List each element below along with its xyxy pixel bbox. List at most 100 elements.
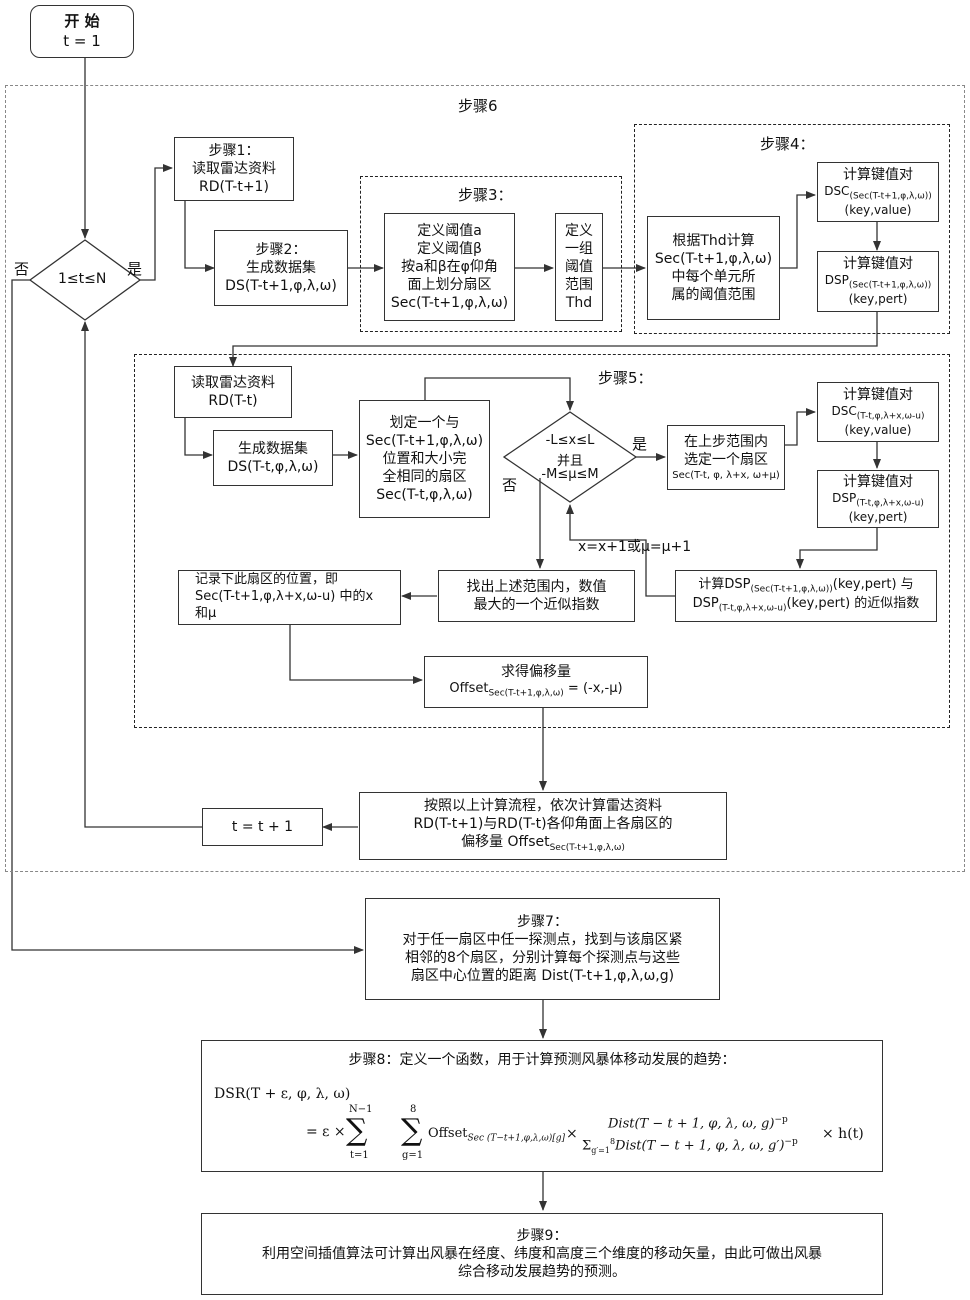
- step5-calc-b: DSP: [724, 577, 750, 592]
- step5-yes: 是: [632, 433, 647, 454]
- step4-dsp-line3: (key,pert): [849, 292, 908, 308]
- step4-left-1: Sec(T-t+1,φ,λ,ω): [655, 250, 772, 268]
- step5-offset-sub: Sec(T-t+1,φ,λ,ω): [488, 689, 563, 699]
- start-init: t = 1: [63, 32, 101, 52]
- iterate-box: 按照以上计算流程，依次计算雷达资料 RD(T-t+1)与RD(T-t)各仰角面上…: [359, 792, 727, 860]
- step5-offset-post: = (-x,-μ): [564, 681, 623, 696]
- step3-left-4: Sec(T-t+1,φ,λ,ω): [391, 294, 508, 312]
- step5-calc-f: (T-t,φ,λ+x,ω-u): [719, 604, 787, 614]
- step1-box: 步骤1： 读取雷达资料 RD(T-t+1): [174, 137, 294, 201]
- step6-title: 步骤6: [458, 95, 498, 116]
- step5-define-0: 划定一个与: [390, 414, 460, 432]
- step1-line2: RD(T-t+1): [199, 178, 269, 196]
- step5-dsp2-line3: (key,pert): [849, 510, 908, 526]
- step4-dsc-line3: (key,value): [845, 203, 912, 219]
- step5-select-1: 选定一个扇区: [684, 451, 768, 469]
- step1-title: 步骤1：: [209, 142, 260, 160]
- decision-main-yes: 是: [127, 258, 142, 279]
- step5-dsp2-sub: (T-t,φ,λ+x,ω-u): [856, 498, 924, 508]
- step4-title: 步骤4：: [760, 133, 815, 154]
- step3-right-0: 定义: [565, 222, 593, 240]
- step5-gen-0: 生成数据集: [238, 440, 308, 458]
- step7-line2: 相邻的8个扇区，分别计算每个探测点与这些: [405, 949, 680, 967]
- step4-dsp-box: 计算键值对 DSP(Sec(T-t+1,φ,λ,ω)) (key,pert): [817, 251, 939, 312]
- step5-record-box: 记录下此扇区的位置，即 Sec(T-t+1,φ,λ+x,ω-u) 中的x 和μ: [178, 570, 401, 625]
- step4-dsp-sub: (Sec(T-t+1,φ,λ,ω)): [849, 281, 931, 291]
- step5-define-2: 位置和大小完: [383, 450, 467, 468]
- step1-line1: 读取雷达资料: [192, 160, 276, 178]
- step5-offset-box: 求得偏移量 OffsetSec(T-t+1,φ,λ,ω) = (-x,-μ): [424, 656, 648, 708]
- step3-left-2: 按a和β在φ仰角: [401, 258, 498, 276]
- step5-select-box: 在上步范围内 选定一个扇区 Sec(T-t, φ, λ+x, ω+μ): [667, 425, 785, 490]
- step5-findmax-0: 找出上述范围内，数值: [467, 578, 607, 596]
- step5-calc-g: (key,pert) 的近似指数: [786, 596, 919, 611]
- step8-offset: Offset: [428, 1126, 467, 1141]
- start-node: 开 始 t = 1: [30, 5, 134, 58]
- t-increment-text: t = t + 1: [232, 818, 293, 836]
- t-increment-box: t = t + 1: [202, 808, 323, 846]
- step9-line2: 综合移动发展趋势的预测。: [458, 1263, 626, 1281]
- step5-gen-1: DS(T-t,φ,λ,ω): [228, 458, 319, 476]
- step5-dsp2-pre: DSP: [832, 491, 856, 505]
- step5-calc-d: (key,pert) 与: [833, 577, 914, 592]
- iterate-line2: RD(T-t+1)与RD(T-t)各仰角面上各扇区的: [413, 815, 672, 833]
- step8-title: 步骤8：定义一个函数，用于计算预测风暴体移动发展的趋势：: [349, 1049, 736, 1069]
- step7-box: 步骤7： 对于任一扇区中任一探测点，找到与该扇区紧 相邻的8个扇区，分别计算每个…: [365, 898, 720, 1000]
- step5-findmax-box: 找出上述范围内，数值 最大的一个近似指数: [438, 570, 635, 622]
- step5-increment: x=x+1或μ=μ+1: [578, 536, 691, 556]
- iterate-sub: Sec(T-t+1,φ,λ,ω): [550, 843, 625, 853]
- step9-line1: 利用空间插值算法可计算出风暴在经度、纬度和高度三个维度的移动矢量，由此可做出风暴: [262, 1245, 822, 1263]
- step8-sum-inner: ∑: [401, 1113, 422, 1148]
- step5-dsc2-box: 计算键值对 DSC(T-t,φ,λ+x,ω-u) (key,value): [817, 382, 939, 442]
- step3-right-1: 一组: [565, 240, 593, 258]
- step5-dsp2-box: 计算键值对 DSP(T-t,φ,λ+x,ω-u) (key,pert): [817, 470, 939, 528]
- step4-dsc-pre: DSC: [824, 184, 849, 198]
- step3-thd-box: 定义 一组 阈值 范围 Thd: [555, 213, 603, 321]
- step5-select-sec: Sec(T-t, φ, λ+x, ω+μ): [672, 469, 780, 482]
- step5-define-4: Sec(T-t,φ,λ,ω): [376, 486, 473, 504]
- step5-select-0: 在上步范围内: [684, 433, 768, 451]
- step3-right-2: 阈值: [565, 258, 593, 276]
- step4-dsc-sub: (Sec(T-t+1,φ,λ,ω)): [849, 191, 931, 201]
- step8-eq: = ε ×: [306, 1124, 346, 1140]
- step8-tail: × h(t): [822, 1126, 864, 1142]
- step8-sum-outer: ∑: [346, 1113, 367, 1148]
- start-title: 开 始: [64, 12, 99, 32]
- step5-findmax-1: 最大的一个近似指数: [474, 596, 600, 614]
- step8-den-sub: g′=1: [591, 1146, 610, 1155]
- step8-den-sum: Σ: [582, 1138, 591, 1153]
- step4-dsc-line1: 计算键值对: [843, 166, 913, 184]
- step4-dsp-pre: DSP: [825, 273, 849, 287]
- step3-title: 步骤3：: [458, 184, 513, 205]
- step4-left-3: 属的阈值范围: [672, 286, 756, 304]
- step8-times: ×: [566, 1126, 578, 1142]
- step3-left-1: 定义阈值β: [417, 240, 482, 258]
- step5-define-3: 全相同的扇区: [383, 468, 467, 486]
- step4-left-2: 中每个单元所: [672, 268, 756, 286]
- step5-title: 步骤5：: [598, 367, 653, 388]
- step7-line3: 扇区中心位置的距离 Dist(T-t+1,φ,λ,ω,g): [411, 967, 674, 985]
- step8-lhs: DSR(T + ε, φ, λ, ω): [214, 1086, 350, 1102]
- step4-threshold-box: 根据Thd计算 Sec(T-t+1,φ,λ,ω) 中每个单元所 属的阈值范围: [647, 216, 780, 320]
- step5-calc-a: 计算: [698, 577, 724, 592]
- step5-dsc2-line1: 计算键值对: [843, 386, 913, 404]
- step5-calc-e: DSP: [693, 596, 719, 611]
- step5-define-box: 划定一个与 Sec(T-t+1,φ,λ,ω) 位置和大小完 全相同的扇区 Sec…: [359, 400, 490, 518]
- step4-left-0: 根据Thd计算: [672, 232, 754, 250]
- step7-title: 步骤7：: [517, 913, 568, 931]
- step5-record-2: 和μ: [195, 606, 216, 623]
- step5-dsc2-pre: DSC: [832, 404, 857, 418]
- decision-main-text: 1≤t≤N: [58, 271, 106, 287]
- step5-offset-pre: Offset: [449, 681, 488, 696]
- step5-calc-box: 计算DSP(Sec(T-t+1,φ,λ,ω))(key,pert) 与 DSP(…: [675, 570, 937, 622]
- step5-cond-2: -M≤μ≤M: [541, 467, 598, 482]
- step9-box: 步骤9： 利用空间插值算法可计算出风暴在经度、纬度和高度三个维度的移动矢量，由此…: [201, 1213, 883, 1295]
- step9-title: 步骤9：: [517, 1227, 568, 1245]
- step7-line1: 对于任一扇区中任一探测点，找到与该扇区紧: [403, 931, 683, 949]
- step8-den-exp: −p: [784, 1137, 797, 1147]
- step5-gen-box: 生成数据集 DS(T-t,φ,λ,ω): [213, 430, 333, 486]
- step5-cond-0: -L≤x≤L: [546, 433, 595, 448]
- step3-define-box: 定义阈值a 定义阈值β 按a和β在φ仰角 面上划分扇区 Sec(T-t+1,φ,…: [384, 213, 515, 321]
- step8-sum-outer-bot: t=1: [350, 1150, 369, 1161]
- decision-main-no: 否: [14, 258, 29, 279]
